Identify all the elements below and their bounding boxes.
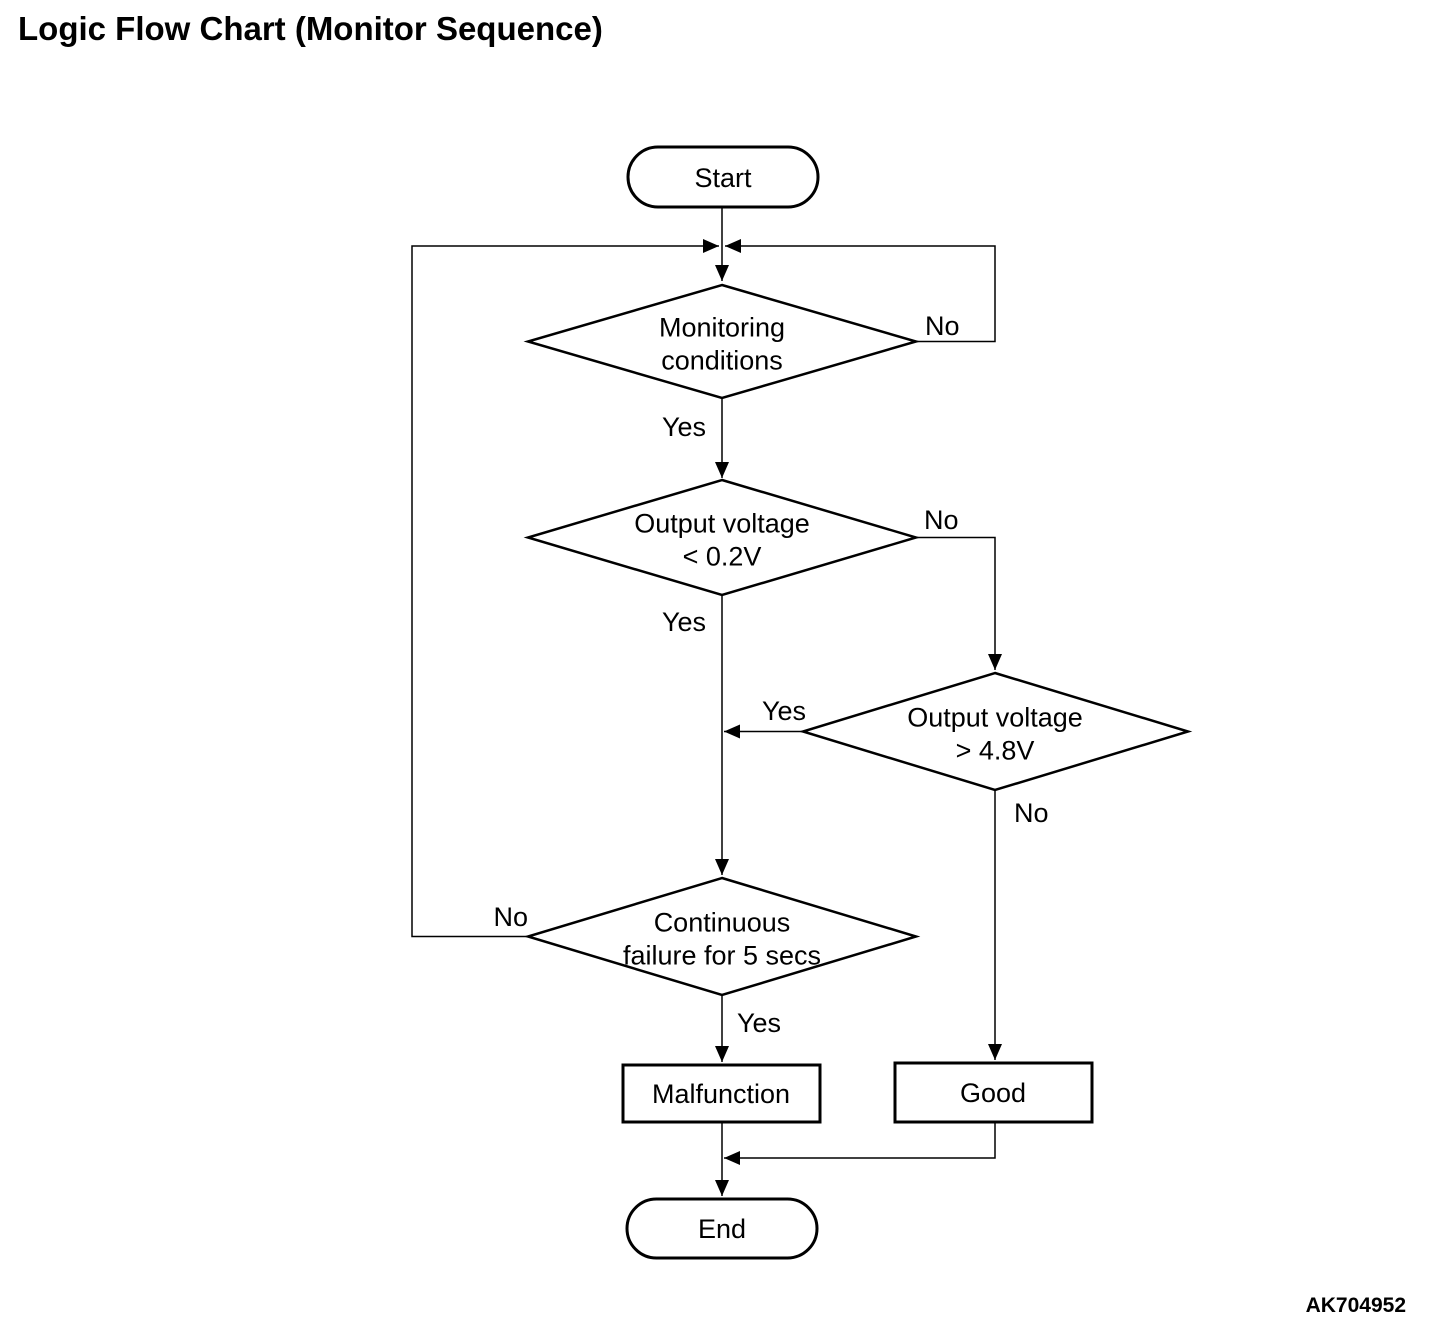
decision-output-voltage-low-line2: < 0.2V — [683, 542, 762, 572]
edge-label-voltage-high-yes: Yes — [762, 696, 806, 726]
decision-output-voltage-low-line1: Output voltage — [634, 509, 810, 539]
decision-continuous-failure — [523, 876, 921, 997]
edge-continuous-failure-no-loop — [411, 239, 719, 938]
decision-continuous-failure-line2: failure for 5 secs — [623, 941, 821, 971]
decision-monitoring-conditions-line2: conditions — [661, 346, 783, 376]
malfunction-node — [621, 1063, 822, 1124]
decision-output-voltage-low — [523, 478, 921, 597]
edge-label-voltage-low-yes: Yes — [662, 607, 706, 637]
edge-good-merge — [724, 1122, 996, 1165]
good-node — [893, 1061, 1094, 1124]
start-node-label: Start — [694, 163, 752, 193]
end-node — [625, 1197, 819, 1260]
edge-label-monitoring-no: No — [925, 311, 960, 341]
decision-monitoring-conditions — [523, 283, 921, 400]
start-node — [626, 145, 820, 209]
edge-label-voltage-high-no: No — [1014, 798, 1049, 828]
decision-output-voltage-high — [798, 671, 1193, 792]
decision-continuous-failure-line1: Continuous — [654, 908, 791, 938]
good-node-label: Good — [960, 1078, 1026, 1108]
edge-label-continuous-failure-no: No — [493, 902, 528, 932]
decision-output-voltage-high-line2: > 4.8V — [956, 736, 1035, 766]
decision-monitoring-conditions-line1: Monitoring — [659, 313, 785, 343]
edge-label-voltage-low-no: No — [924, 505, 959, 535]
page-title: Logic Flow Chart (Monitor Sequence) — [18, 10, 603, 47]
edge-voltage-low-no — [916, 536, 1002, 670]
malfunction-node-label: Malfunction — [652, 1079, 790, 1109]
edge-monitoring-no-loop — [725, 239, 996, 343]
edge-label-monitoring-yes: Yes — [662, 412, 706, 442]
edge-label-continuous-failure-yes: Yes — [737, 1008, 781, 1038]
decision-output-voltage-high-line1: Output voltage — [907, 703, 1083, 733]
figure-code: AK704952 — [1306, 1294, 1406, 1317]
end-node-label: End — [698, 1214, 746, 1244]
